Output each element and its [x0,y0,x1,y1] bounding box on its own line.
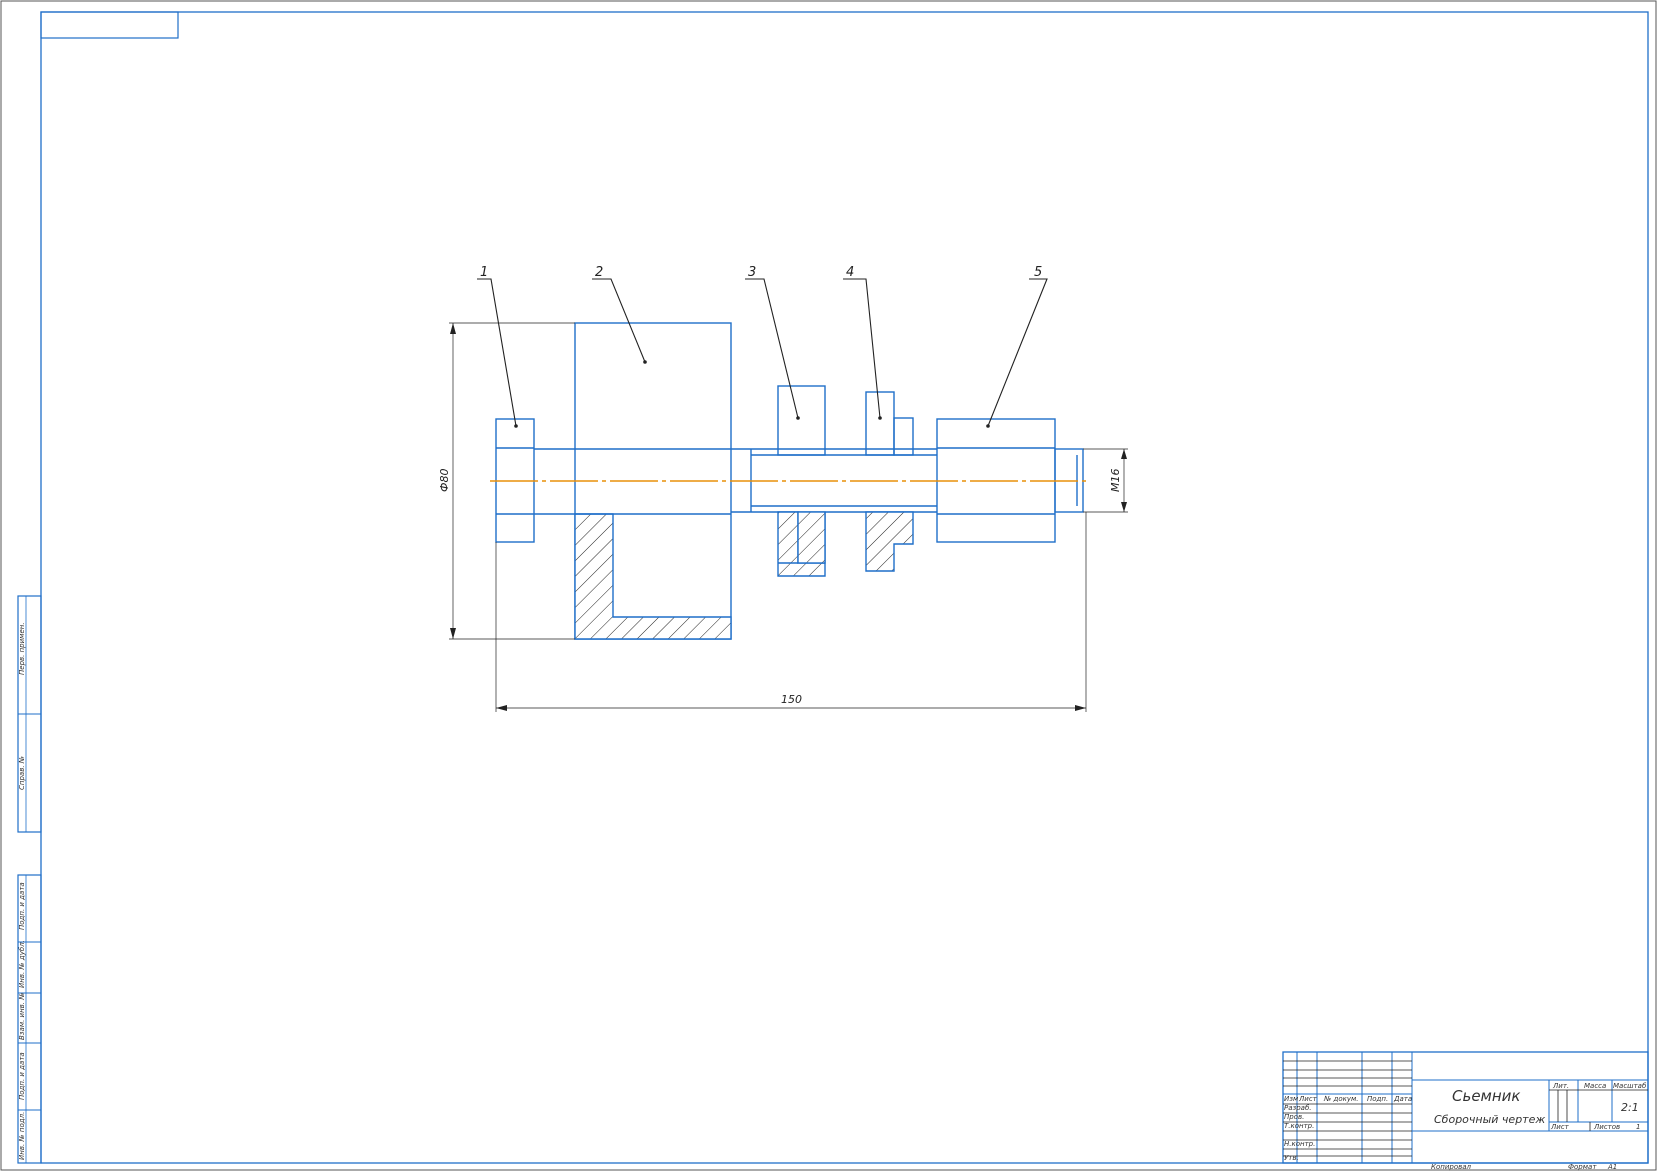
tb-kopiroval: Копировал [1431,1163,1472,1171]
side-podp-data-1: Подп. и дата [18,882,26,930]
tb-list-label: Лист [1550,1123,1570,1131]
tb-subtitle: Сборочный чертеж [1434,1113,1545,1126]
tb-role-nkontr: Н.контр. [1284,1140,1315,1148]
tb-format-label: Формат [1568,1163,1597,1171]
side-stamp: Перв. примен. Справ. № Подп. и дата Инв.… [17,595,42,1164]
part-label-4: 4 [846,265,854,280]
tb-role-prov: Пров. [1284,1113,1304,1121]
top-left-box [40,11,179,39]
tb-list: Лист [1298,1095,1318,1103]
part-2-section [574,513,732,640]
part-label-3: 3 [748,265,756,280]
tb-format-value: А1 [1607,1163,1617,1171]
part-3-grip-top [777,385,826,456]
drawing-frame [40,11,1649,1164]
tb-data: Дата [1393,1095,1412,1103]
dimension-diameter-text: Ф80 [438,469,451,492]
side-vzam-inv: Взам. инв. № [18,992,26,1040]
tb-role-utv: Утв. [1284,1154,1299,1162]
tb-izm: Изм [1284,1095,1299,1103]
tb-masshtab-label: Масштаб [1613,1082,1647,1090]
part-label-5: 5 [1034,265,1042,280]
side-inv-podl: Инв. № подл. [18,1112,26,1160]
title-block: Изм Лист № докум. Подп. Дата Разраб. Про… [1282,1051,1649,1171]
tb-massa-label: Масса [1584,1082,1606,1090]
part-4-grip-section [865,511,914,572]
tb-podp: Подп. [1367,1095,1388,1103]
assembly-drawing: 1 2 3 4 5 Ф80 М16 [438,265,1128,712]
side-perv-primen: Перв. примен. [18,622,26,675]
dimension-diameter: Ф80 [438,322,575,640]
dimension-length: 150 [495,512,1087,712]
tb-title: Сьемник [1452,1087,1520,1105]
tb-role-razrab: Разраб. [1284,1104,1312,1112]
tb-role-tkontr: Т.контр. [1284,1122,1314,1130]
dimension-thread-text: М16 [1109,469,1122,493]
dimension-length-text: 150 [781,693,802,706]
side-sprav-no: Справ. № [18,756,26,790]
leader-lines [477,278,1048,428]
tb-ndokum: № докум. [1323,1095,1359,1103]
part-label-2: 2 [595,265,603,280]
tb-lit-label: Лит. [1552,1082,1569,1090]
side-inv-dubl: Инв. № дубл. [18,940,26,988]
dimension-thread: М16 [1083,448,1128,513]
tb-listov-label: Листов [1593,1123,1620,1131]
tb-masshtab-value: 2:1 [1621,1101,1639,1114]
side-podp-data-2: Подп. и дата [18,1052,26,1100]
tb-listov-value: 1 [1636,1123,1640,1131]
part-label-1: 1 [480,265,488,280]
part-4-grip-top [865,391,895,456]
